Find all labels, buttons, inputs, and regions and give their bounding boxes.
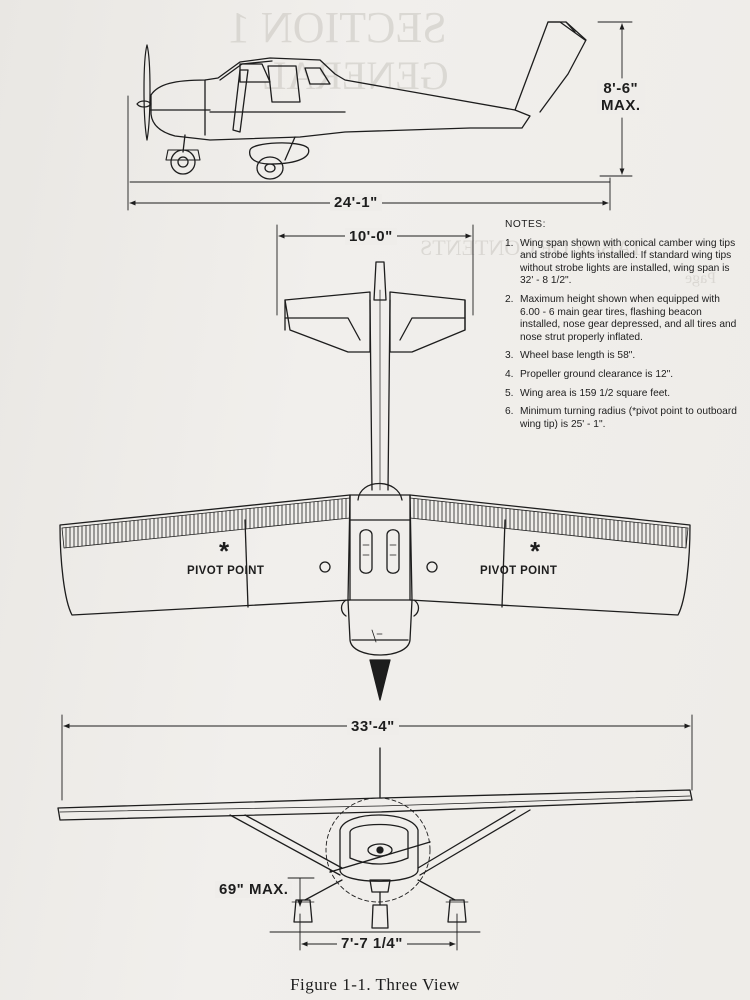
main-gear-tread-label: 7'-7 1/4" [337,935,407,952]
note-number: 2. [505,293,514,305]
side-view [127,21,633,211]
pivot-point-right-label: PIVOT POINT [480,565,558,577]
note-number: 3. [505,350,514,362]
top-view [59,224,691,701]
note-number: 1. [505,237,514,249]
notes-block: NOTES: 1. Wing span shown with conical ca… [505,219,740,437]
pivot-star-right-icon: * [530,536,541,566]
note-item: 4. Propeller ground clearance is 12". [505,369,740,382]
pivot-point-left-label: PIVOT POINT [187,565,265,577]
note-item: 6. Minimum turning radius (*pivot point t… [505,406,740,431]
note-text: Wing area is 159 1/2 square feet. [520,387,671,399]
pivot-star-left-icon: * [219,536,230,566]
note-item: 3. Wheel base length is 58". [505,350,740,363]
wing-span-label: 33'-4" [347,718,399,735]
note-text: Wheel base length is 58". [520,350,636,362]
notes-title: NOTES: [505,219,546,230]
side-height-label: 8'-6" MAX. [597,80,645,114]
note-number: 6. [505,406,514,418]
note-text: Minimum turning radius (*pivot point to … [520,406,737,430]
figure-caption: Figure 1-1. Three View [290,975,460,994]
ground-clearance-label: 69" MAX. [215,881,293,898]
note-text: Propeller ground clearance is 12". [520,368,674,380]
note-text: Maximum height shown when equipped with … [520,293,737,343]
note-item: 5. Wing area is 159 1/2 square feet. [505,388,740,401]
note-number: 5. [505,387,514,399]
note-item: 2. Maximum height shown when equipped wit… [505,294,740,344]
note-number: 4. [505,368,514,380]
stabilizer-span-label: 10'-0" [345,228,397,245]
note-item: 1. Wing span shown with conical camber wi… [505,238,740,288]
front-view [57,714,693,951]
side-length-label: 24'-1" [330,194,382,211]
note-text: Wing span shown with conical camber wing… [520,237,736,287]
